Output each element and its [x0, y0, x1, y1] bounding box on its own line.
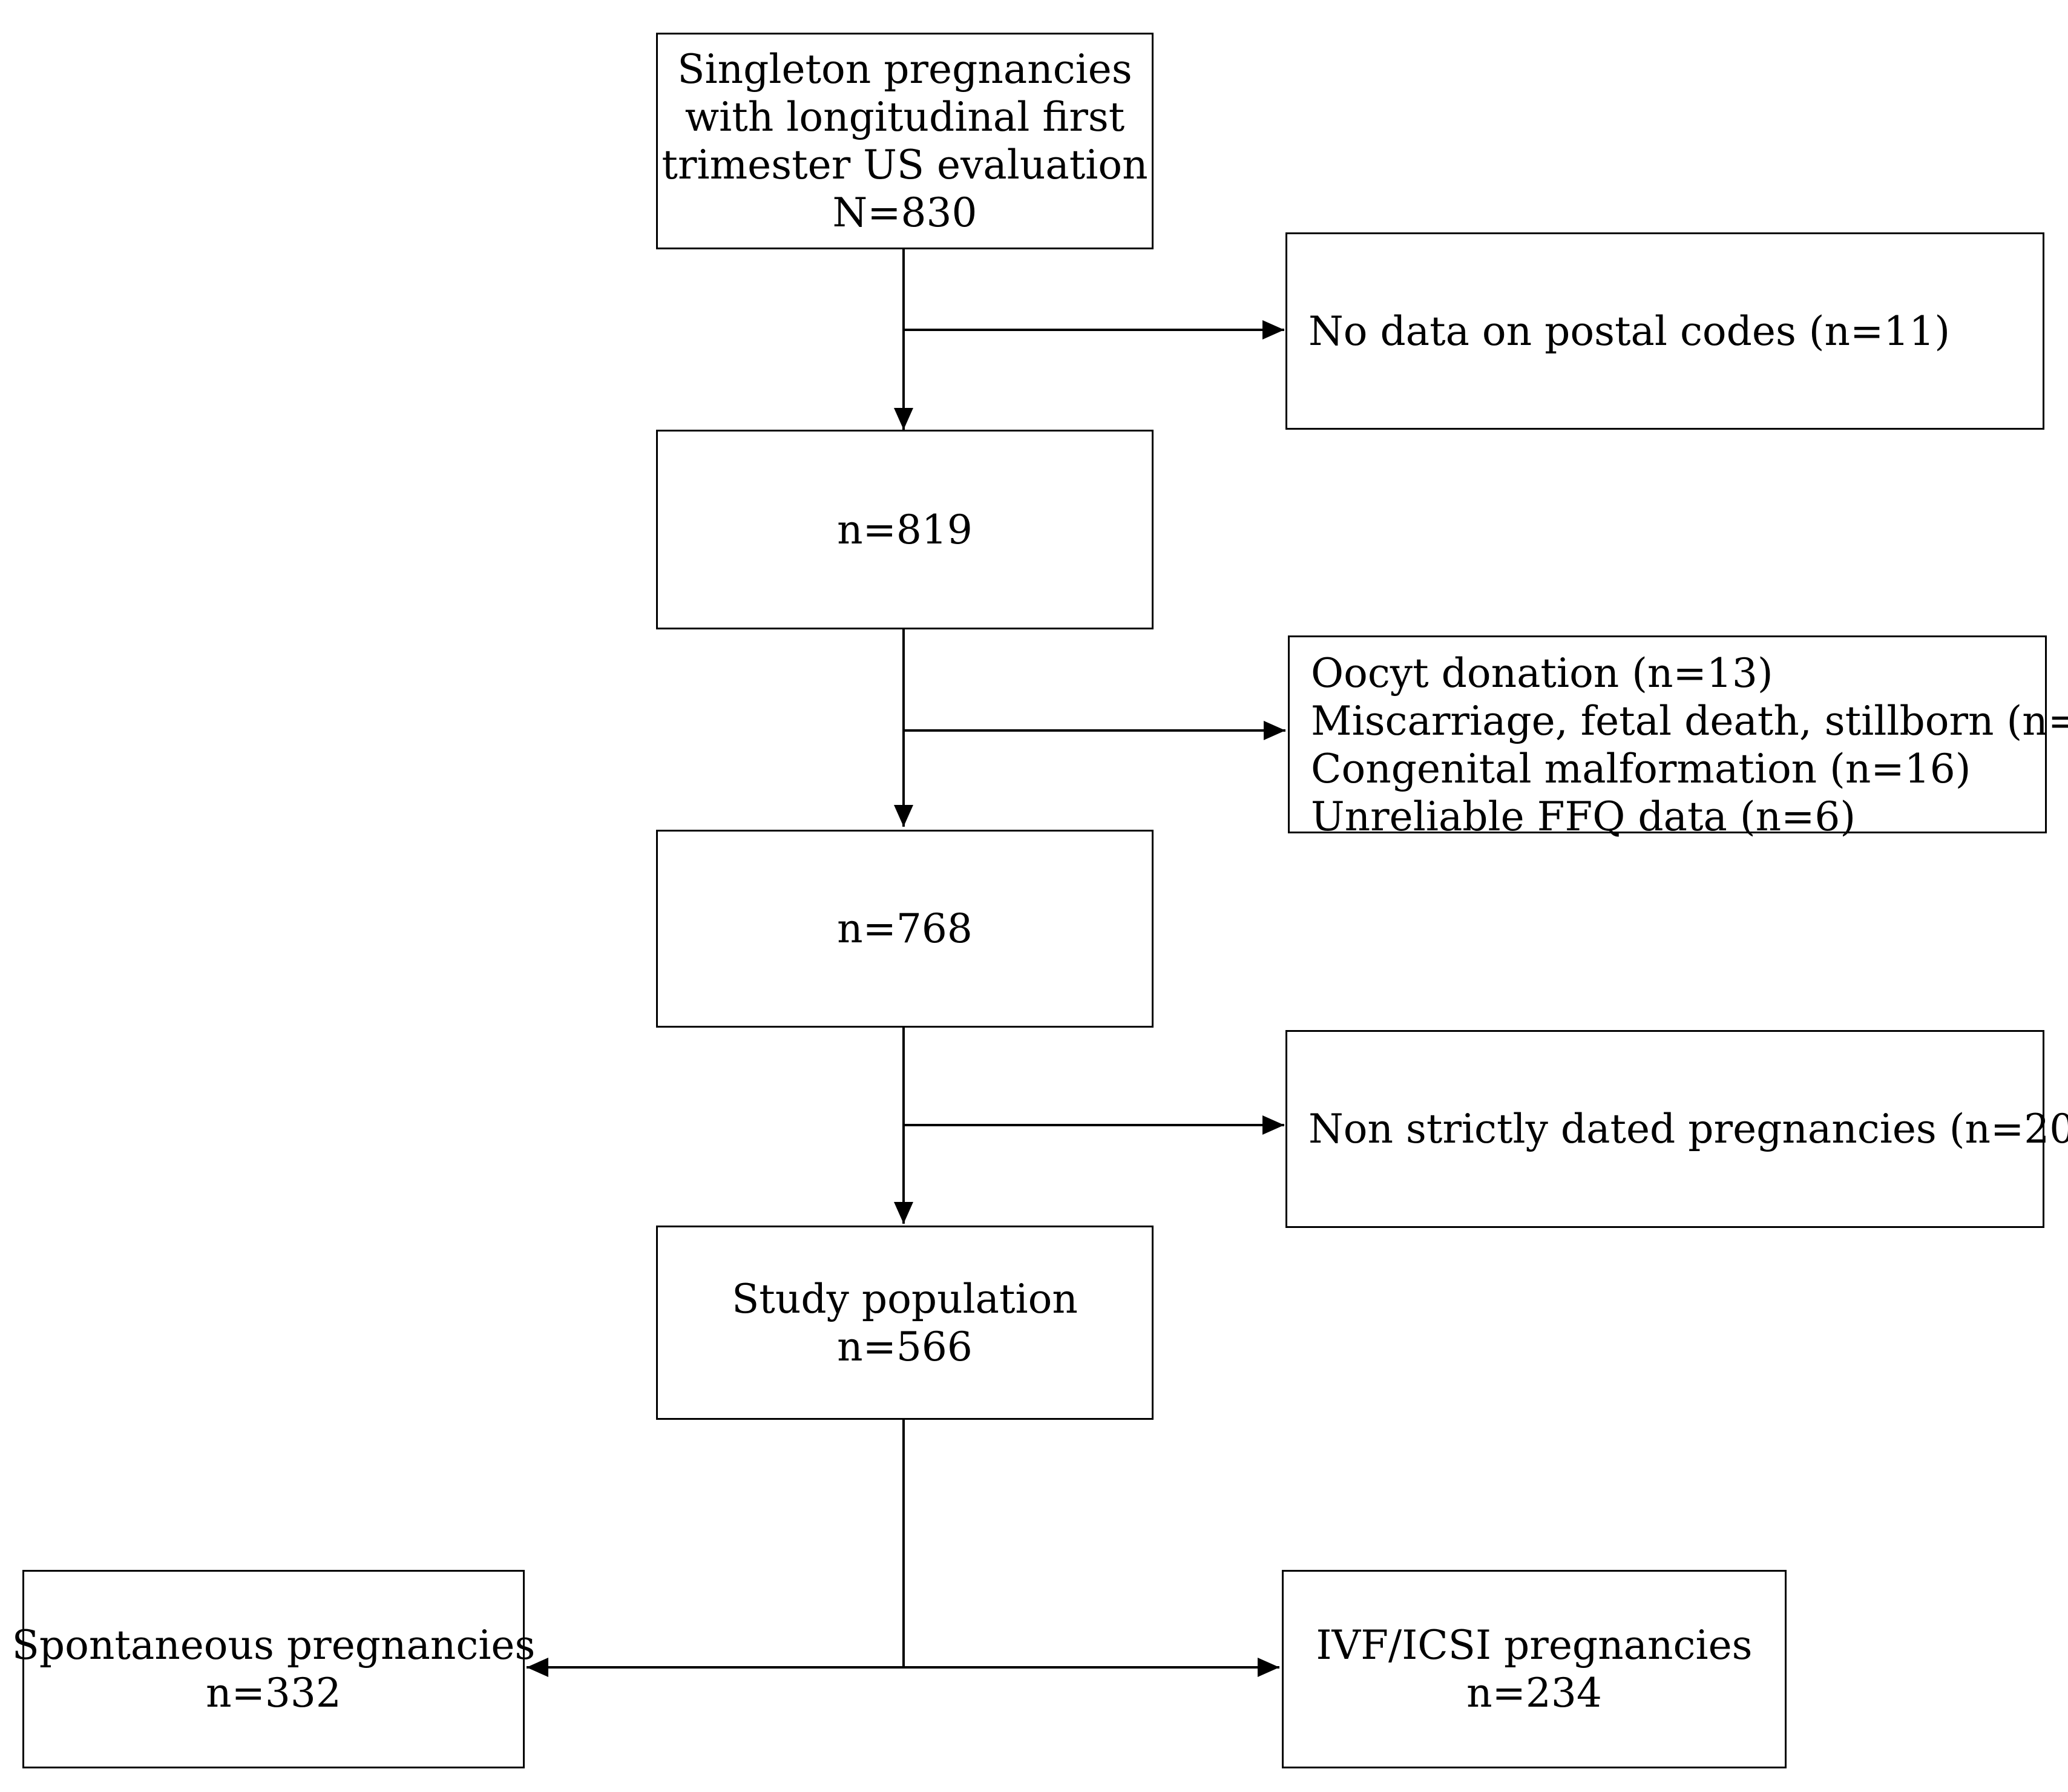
exclusion-unreliable-ffq: Unreliable FFQ data (n=6) — [1311, 793, 1856, 840]
exclusion-postal-codes-text: No data on postal codes (n=11) — [1308, 307, 1951, 355]
study-population-box: Study population n=566 — [656, 1226, 1154, 1420]
initial-cohort-line-2: with longitudinal first — [684, 94, 1125, 140]
exclusion-box-postal-codes: No data on postal codes (n=11) — [1285, 232, 2044, 430]
ivf-icsi-pregnancies-box: IVF/ICSI pregnancies n=234 — [1282, 1570, 1787, 1768]
spontaneous-pregnancies-count: n=332 — [206, 1670, 341, 1716]
initial-cohort-line-3: trimester US evaluation — [661, 142, 1148, 188]
study-population-label: Study population — [732, 1275, 1078, 1322]
exclusion-oocyt-donation: Oocyt donation (n=13) — [1311, 650, 1773, 697]
study-population-count: n=566 — [837, 1323, 973, 1370]
exclusion-box-non-strictly-dated: Non strictly dated pregnancies (n=201) — [1285, 1030, 2068, 1228]
remaining-768-count: n=768 — [837, 905, 973, 952]
ivf-icsi-pregnancies-label: IVF/ICSI pregnancies — [1316, 1622, 1753, 1669]
spontaneous-pregnancies-label: Spontaneous pregnancies — [11, 1622, 536, 1669]
ivf-icsi-pregnancies-count: n=234 — [1466, 1670, 1602, 1716]
remaining-819-box: n=819 — [656, 430, 1154, 629]
exclusion-congenital-malformation: Congenital malformation (n=16) — [1311, 746, 1971, 792]
initial-cohort-line-1: Singleton pregnancies — [677, 46, 1132, 93]
exclusion-miscarriage: Miscarriage, fetal death, stillborn (n=1… — [1311, 698, 2068, 744]
remaining-768-box: n=768 — [656, 830, 1154, 1028]
initial-cohort-count: N=830 — [832, 189, 977, 236]
spontaneous-pregnancies-box: Spontaneous pregnancies n=332 — [12, 1570, 535, 1768]
exclusion-non-strictly-dated-text: Non strictly dated pregnancies (n=201) — [1308, 1106, 2068, 1152]
exclusion-box-multiple: Oocyt donation (n=13) Miscarriage, fetal… — [1288, 635, 2068, 840]
remaining-819-count: n=819 — [837, 506, 973, 553]
initial-cohort-box: Singleton pregnancies with longitudinal … — [656, 33, 1154, 249]
